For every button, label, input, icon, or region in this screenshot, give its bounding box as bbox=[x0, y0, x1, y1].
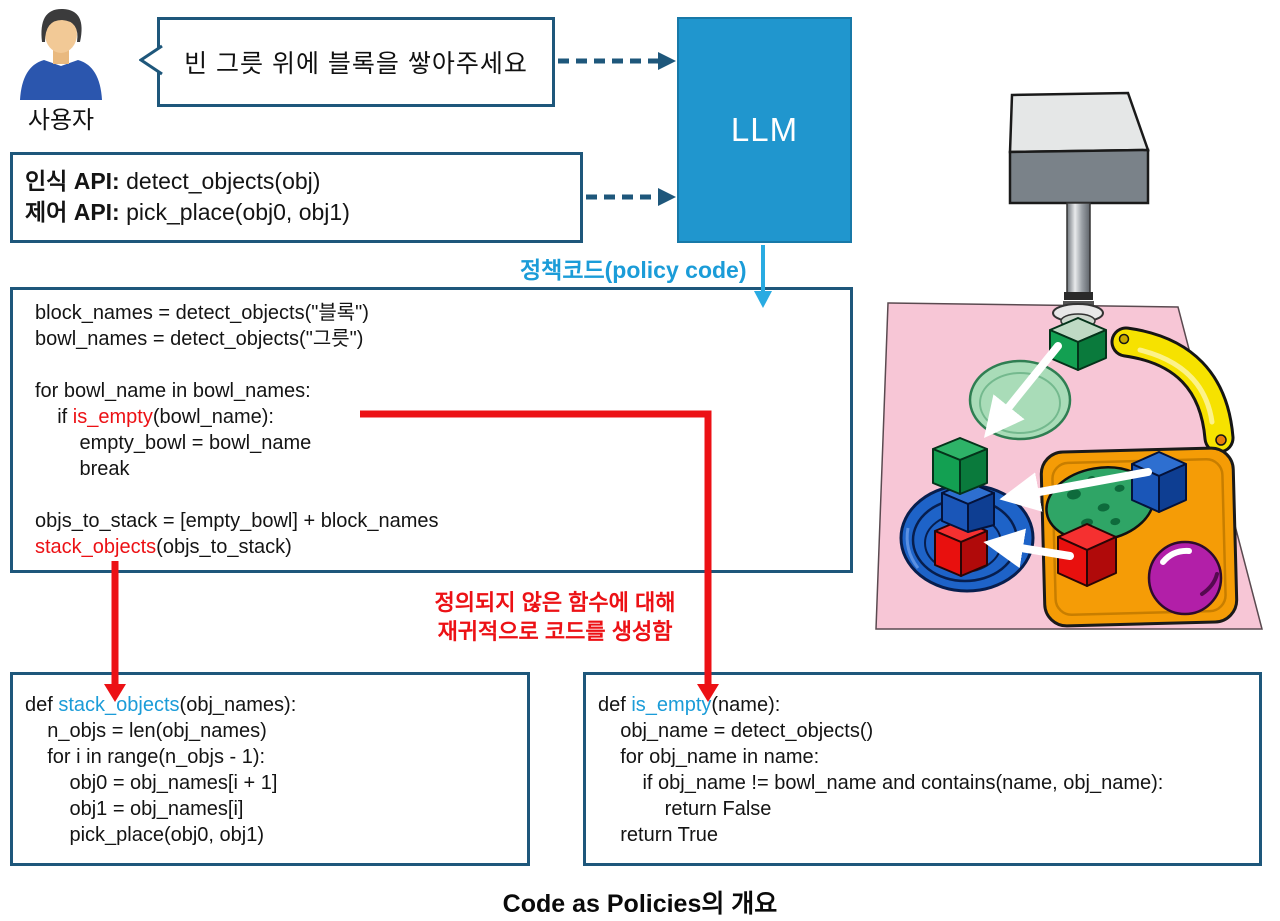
api-to-llm-arrow bbox=[586, 188, 676, 206]
api-line-perception: 인식 API: detect_objects(obj) bbox=[25, 166, 580, 197]
pick-arrow-red bbox=[983, 528, 1074, 569]
robot-arm bbox=[1008, 91, 1150, 329]
user-avatar-icon bbox=[20, 8, 102, 100]
policy-code-block: block_names = detect_objects("블록")bowl_n… bbox=[35, 302, 439, 558]
tray-red-block bbox=[1057, 523, 1117, 587]
pick-arrow-blue bbox=[999, 468, 1152, 512]
api-box: 인식 API: detect_objects(obj) 제어 API: pick… bbox=[10, 152, 583, 243]
robot-workspace-illustration bbox=[875, 91, 1263, 630]
robot-head-front bbox=[1008, 148, 1150, 205]
stacked-blue-block bbox=[941, 481, 995, 533]
held-green-block bbox=[1049, 317, 1107, 371]
green-plate bbox=[968, 359, 1072, 441]
speech-bubble: 빈 그릇 위에 블록을 쌓아주세요 bbox=[139, 17, 555, 107]
stack-objects-def-box: def stack_objects(obj_names): n_objs = l… bbox=[10, 672, 530, 866]
is-empty-def-box: def is_empty(name): obj_name = detect_ob… bbox=[583, 672, 1262, 866]
robot-collar bbox=[1064, 292, 1093, 300]
robot-head-top bbox=[1008, 91, 1150, 154]
api-value-control: pick_place(obj0, obj1) bbox=[119, 199, 350, 225]
stack-objects-code-block: def stack_objects(obj_names): n_objs = l… bbox=[25, 694, 297, 846]
pick-arrow-green bbox=[983, 342, 1062, 438]
speech-bubble-text: 빈 그릇 위에 블록을 쌓아주세요 bbox=[184, 50, 528, 78]
api-value-perception: detect_objects(obj) bbox=[119, 168, 321, 194]
figure-caption: Code as Policies의 개요 bbox=[502, 890, 778, 918]
recursion-note-line2: 재귀적으로 코드를 생성함 bbox=[437, 619, 673, 644]
purple-fruit bbox=[1147, 540, 1223, 616]
api-line-control: 제어 API: pick_place(obj0, obj1) bbox=[25, 197, 580, 228]
policy-code-box: block_names = detect_objects("블록")bowl_n… bbox=[10, 287, 853, 573]
policy-code-label: 정책코드(policy code) bbox=[520, 257, 747, 283]
speech-to-llm-arrow bbox=[558, 52, 676, 70]
user-label: 사용자 bbox=[27, 107, 95, 134]
speech-bubble-tail bbox=[139, 44, 163, 76]
stacked-green-block bbox=[932, 437, 988, 495]
is-empty-code-block: def is_empty(name): obj_name = detect_ob… bbox=[598, 694, 1164, 846]
llm-box: LLM bbox=[677, 17, 852, 243]
recursion-note-line1: 정의되지 않은 함수에 대해 bbox=[434, 590, 676, 615]
api-label-perception: 인식 API: bbox=[25, 168, 120, 194]
recursion-note: 정의되지 않은 함수에 대해 재귀적으로 코드를 생성함 bbox=[400, 588, 710, 646]
api-label-control: 제어 API: bbox=[25, 199, 120, 225]
robot-rod bbox=[1066, 202, 1091, 296]
banana bbox=[1110, 326, 1235, 454]
tray-blue-block bbox=[1131, 451, 1187, 513]
